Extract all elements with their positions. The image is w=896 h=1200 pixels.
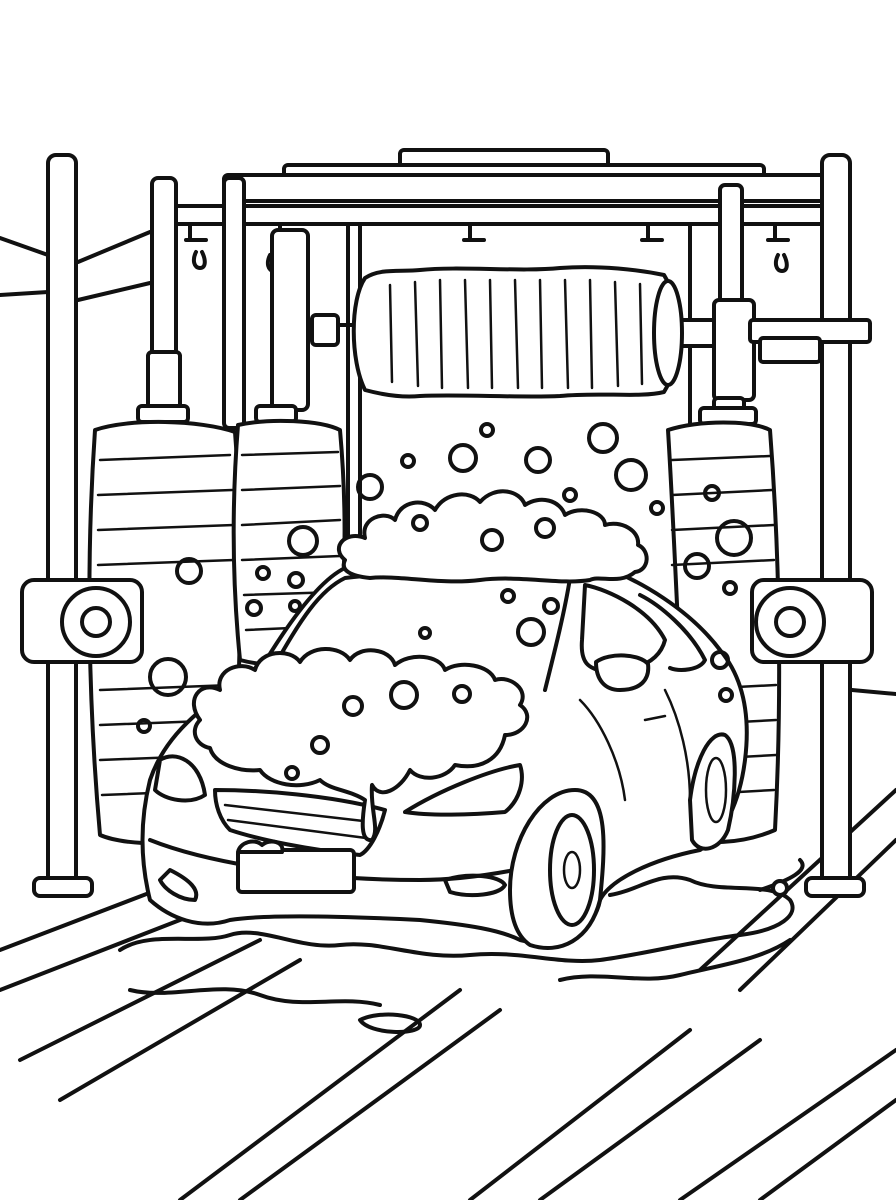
foam-icon (192, 489, 649, 854)
background-wall (0, 230, 896, 696)
floor-drain-icon (771, 879, 789, 897)
floor-rails (0, 788, 896, 1200)
car-wash-gantry-icon (32, 148, 872, 898)
water-puddle-icon (118, 858, 805, 1034)
roller-brush-icon (351, 265, 684, 399)
soap-bubble-icon (136, 422, 753, 781)
